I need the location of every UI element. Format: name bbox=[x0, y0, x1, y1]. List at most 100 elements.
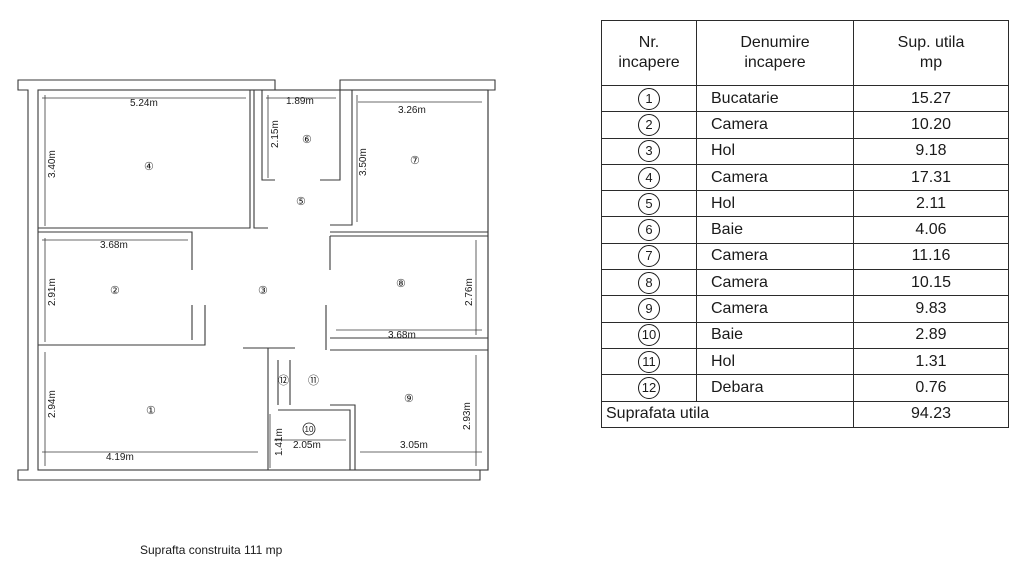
room-name-cell: Debara bbox=[696, 374, 854, 402]
room-number-cell: 8 bbox=[601, 269, 697, 297]
room-number-cell: 6 bbox=[601, 216, 697, 244]
dim-r10-h: 1.41m bbox=[274, 428, 285, 456]
room-name-cell: Camera bbox=[696, 269, 854, 297]
room-area-cell: 2.89 bbox=[853, 321, 1009, 349]
room-area-cell: 9.83 bbox=[853, 295, 1009, 323]
header-room-name: Denumire incapere bbox=[696, 20, 854, 86]
room-area-cell: 11.16 bbox=[853, 242, 1009, 271]
total-value: 94.23 bbox=[853, 400, 1009, 428]
room-number-5: ⑤ bbox=[296, 196, 306, 208]
dim-r9-h: 2.93m bbox=[462, 402, 473, 430]
room-area-cell: 10.15 bbox=[853, 269, 1009, 297]
dim-r2-w: 3.68m bbox=[100, 240, 128, 251]
room-number-cell: 10 bbox=[601, 321, 697, 349]
room-number-circle: 11 bbox=[638, 350, 660, 373]
room-name-cell: Camera bbox=[696, 242, 854, 271]
room-area-cell: 2.11 bbox=[853, 190, 1009, 218]
room-number-cell: 9 bbox=[601, 295, 697, 323]
room-number-cell: 3 bbox=[601, 137, 697, 165]
room-number-circle: 12 bbox=[638, 376, 660, 399]
room-number-cell: 5 bbox=[601, 190, 697, 218]
dim-r4-h: 3.40m bbox=[47, 150, 58, 178]
room-number-circle: 10 bbox=[638, 324, 660, 347]
room-name-cell: Baie bbox=[696, 321, 854, 349]
room-number-cell: 12 bbox=[601, 374, 697, 402]
dim-r7-h: 3.50m bbox=[358, 148, 369, 176]
room-number-cell: 1 bbox=[601, 84, 697, 113]
header-usable-area: Sup. utila mp bbox=[853, 20, 1009, 86]
room-name-cell: Baie bbox=[696, 216, 854, 244]
room-number-8: ⑧ bbox=[396, 278, 406, 290]
room-number-circle: 8 bbox=[638, 271, 660, 294]
room-number-cell: 11 bbox=[601, 347, 697, 376]
room-area-cell: 1.31 bbox=[853, 347, 1009, 376]
room-number-cell: 4 bbox=[601, 163, 697, 192]
dim-r1-w: 4.19m bbox=[106, 452, 134, 463]
room-area-cell: 10.20 bbox=[853, 111, 1009, 139]
room-name-cell: Hol bbox=[696, 347, 854, 376]
room-number-6: ⑥ bbox=[302, 134, 312, 146]
room-number-circle: 1 bbox=[638, 87, 660, 110]
room-name-cell: Hol bbox=[696, 190, 854, 218]
dimension-lines bbox=[42, 95, 482, 468]
room-number-circle: 6 bbox=[638, 219, 660, 242]
room-name-cell: Bucatarie bbox=[696, 84, 854, 113]
dim-r6-w: 1.89m bbox=[286, 96, 314, 107]
room-number-10: 10 bbox=[305, 425, 314, 434]
room-number-9: ⑨ bbox=[404, 393, 414, 405]
built-area-caption: Suprafta construita 111 mp bbox=[140, 543, 283, 557]
room-number-circle: 9 bbox=[638, 298, 660, 321]
room-area-cell: 9.18 bbox=[853, 137, 1009, 165]
room-area-cell: 0.76 bbox=[853, 374, 1009, 402]
room-number-3: ③ bbox=[258, 285, 268, 297]
room-number-circle: 2 bbox=[638, 113, 660, 136]
table-total-row: Suprafata utila 94.23 bbox=[601, 400, 1009, 428]
room-area-cell: 15.27 bbox=[853, 84, 1009, 113]
room-number-2: ② bbox=[110, 285, 120, 297]
room-number-circle: 3 bbox=[638, 140, 660, 163]
room-number-10-circle bbox=[302, 422, 316, 436]
dim-r1-h: 2.94m bbox=[47, 390, 58, 418]
room-number-circle: 5 bbox=[638, 192, 660, 215]
dim-r2-h: 2.91m bbox=[47, 278, 58, 306]
total-label: Suprafata utila bbox=[601, 400, 854, 428]
room-number-cell: 2 bbox=[601, 111, 697, 139]
room-area-cell: 4.06 bbox=[853, 216, 1009, 244]
room-name-cell: Camera bbox=[696, 163, 854, 192]
dim-r4-w: 5.24m bbox=[130, 98, 158, 109]
room-numbers: ④ ⑥ ⑦ ⑤ ② ③ ⑧ ⑫ ⑪ ⑨ ① 10 bbox=[110, 134, 420, 436]
room-number-circle: 7 bbox=[638, 245, 660, 268]
room-area-cell: 17.31 bbox=[853, 163, 1009, 192]
floor-plan: 5.24m 3.40m 1.89m 2.15m 3.26m 3.50m 3.68… bbox=[17, 79, 496, 481]
dim-r10-w: 2.05m bbox=[293, 440, 321, 451]
dim-r8-h: 2.76m bbox=[464, 278, 475, 306]
room-name-cell: Hol bbox=[696, 137, 854, 165]
room-number-1: ① bbox=[146, 405, 156, 417]
table-header-row: Nr. incapere Denumire incapere Sup. util… bbox=[601, 20, 1009, 86]
room-number-cell: 7 bbox=[601, 242, 697, 271]
dim-r7-w: 3.26m bbox=[398, 105, 426, 116]
room-name-cell: Camera bbox=[696, 111, 854, 139]
dim-r6-h: 2.15m bbox=[270, 120, 281, 148]
room-area-table: Nr. incapere Denumire incapere Sup. util… bbox=[601, 20, 1009, 428]
dimension-labels: 5.24m 3.40m 1.89m 2.15m 3.26m 3.50m 3.68… bbox=[47, 96, 475, 463]
plan-walls bbox=[17, 79, 496, 481]
dim-r9-w: 3.05m bbox=[400, 440, 428, 451]
dim-r8-w: 3.68m bbox=[388, 330, 416, 341]
room-number-11: ⑪ bbox=[308, 374, 319, 387]
room-number-7: ⑦ bbox=[410, 155, 420, 167]
room-number-circle: 4 bbox=[638, 166, 660, 189]
room-number-12: ⑫ bbox=[278, 374, 289, 387]
room-name-cell: Camera bbox=[696, 295, 854, 323]
